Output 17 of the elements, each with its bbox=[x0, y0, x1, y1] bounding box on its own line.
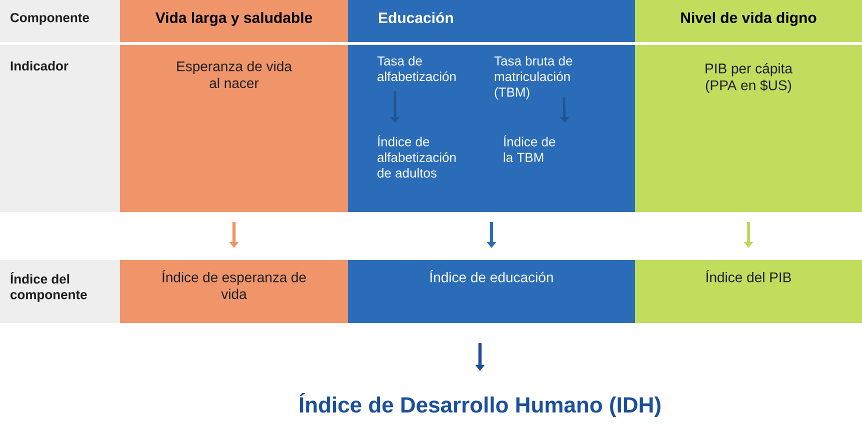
indicator-text: Índice de alfabetización de adultos bbox=[378, 135, 456, 178]
index-cell: Índice del PIB bbox=[635, 260, 862, 323]
row-label: Índice del componente bbox=[0, 260, 120, 323]
indicator-text: Índice de la TBM bbox=[504, 135, 556, 162]
column-header: Vida larga y saludable bbox=[120, 0, 348, 42]
row-label: Indicador bbox=[0, 45, 120, 212]
indicator-cell: Esperanza de vida al nacer bbox=[120, 45, 348, 212]
result-title: Índice de Desarrollo Humano (IDH) bbox=[300, 392, 660, 418]
index-cell: Índice de esperanza de vida bbox=[120, 260, 348, 323]
column-header: Nivel de vida digno bbox=[635, 0, 862, 42]
index-cell: Índice de educación bbox=[348, 260, 635, 323]
indicator-cell bbox=[348, 45, 635, 212]
row-label: Componente bbox=[0, 0, 120, 42]
indicator-cell: PIB per cápita (PPA en $US) bbox=[635, 45, 862, 212]
indicator-text: Tasa de alfabetización bbox=[377, 56, 456, 82]
indicator-text: Tasa bruta de matriculación (TBM) bbox=[494, 56, 572, 100]
column-header: Educación bbox=[348, 0, 635, 42]
